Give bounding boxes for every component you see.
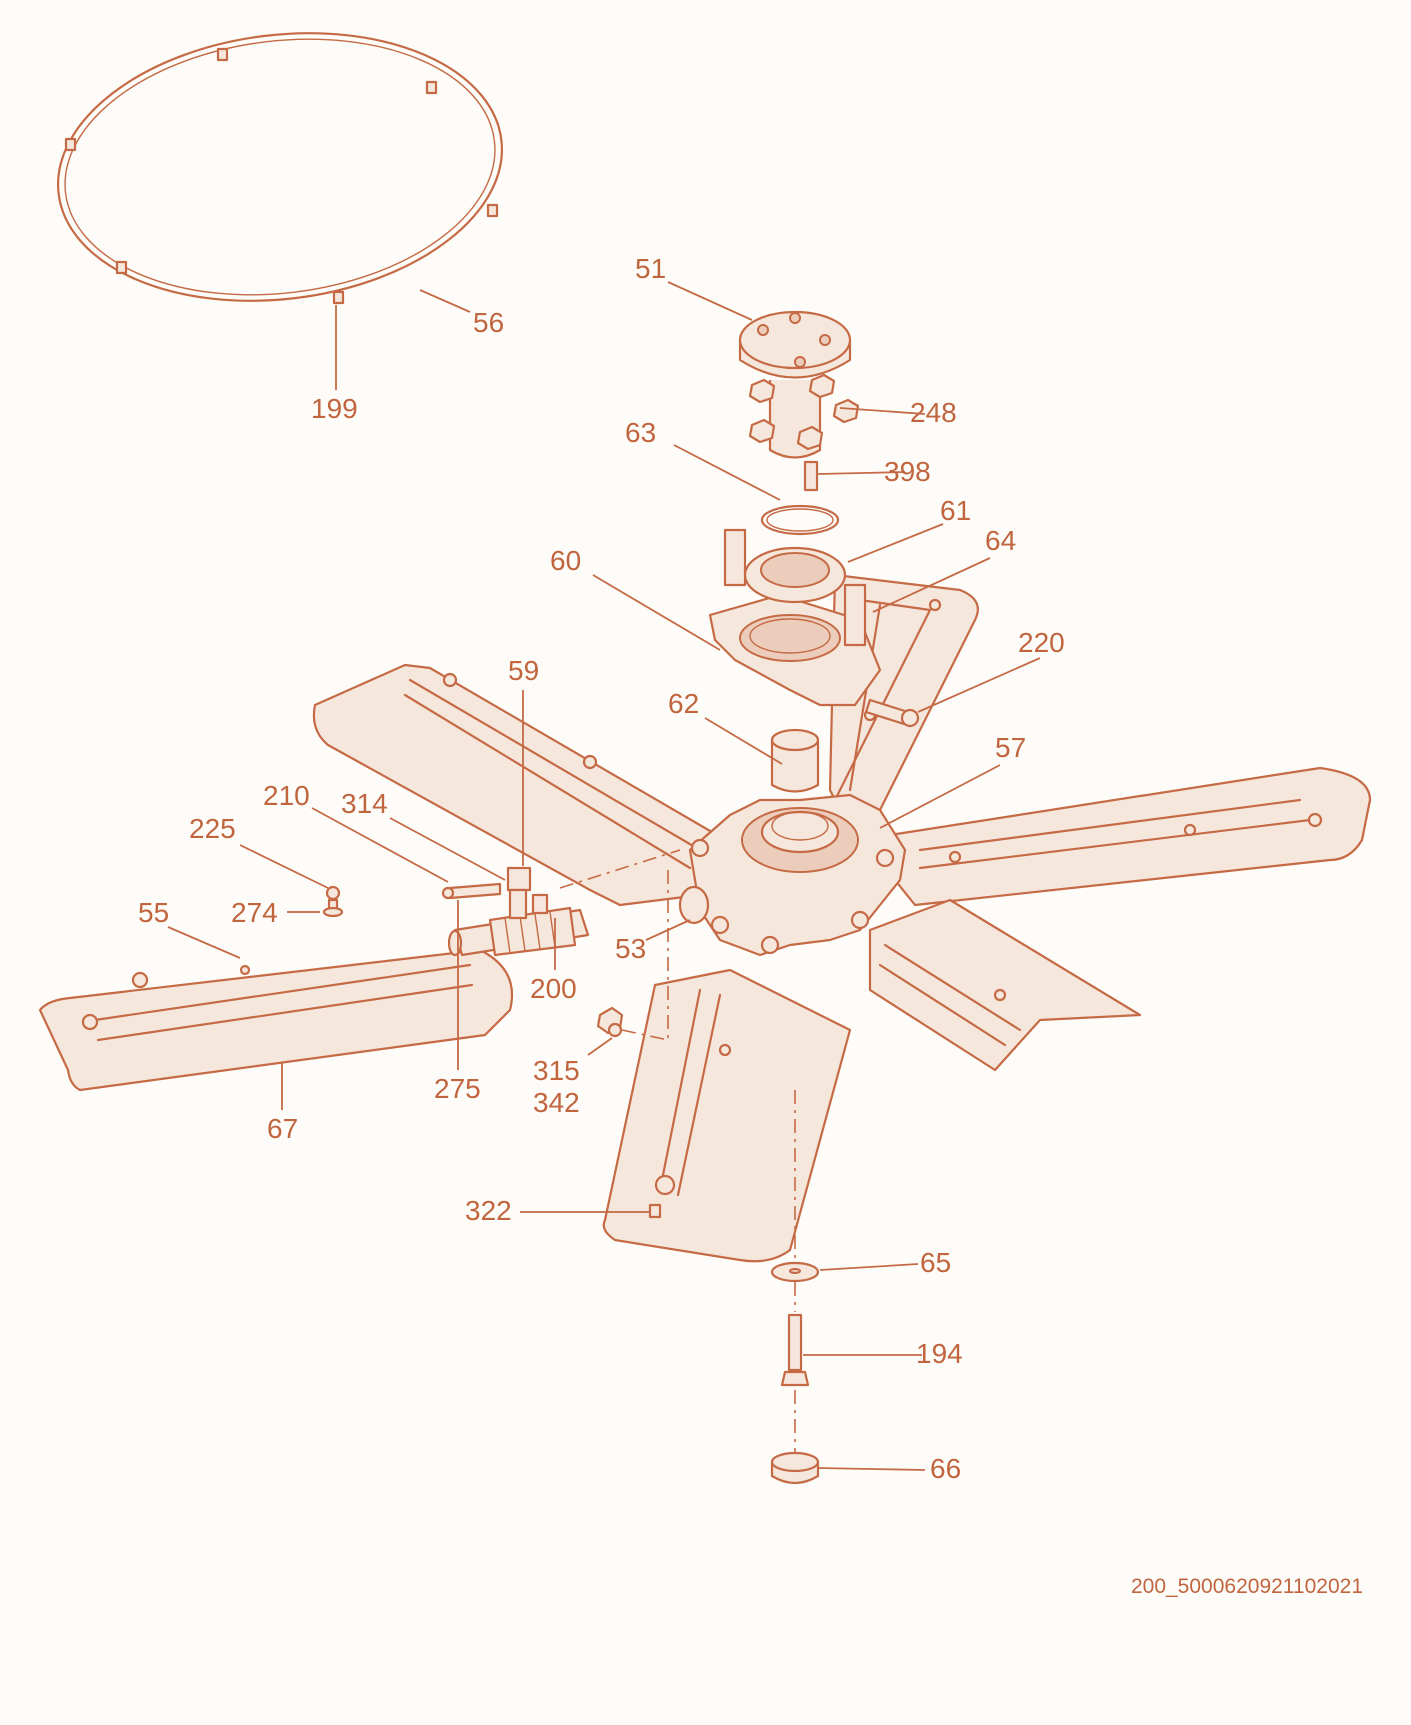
pin-210-314 (441, 882, 502, 900)
callout-53: 53 (615, 933, 646, 964)
nuts-248 (748, 373, 860, 451)
screw-200 (531, 893, 549, 915)
blade-left-67 (38, 948, 514, 1092)
bearing-61 (743, 546, 847, 604)
callout-274: 274 (231, 897, 278, 928)
callout-225: 225 (189, 813, 236, 844)
cap-66 (770, 1451, 820, 1485)
callout-51: 51 (635, 253, 666, 284)
housing-60 (708, 528, 882, 707)
washer-65 (770, 1261, 820, 1283)
callout-59: 59 (508, 655, 539, 686)
callout-65: 65 (920, 1247, 951, 1278)
drawing-code: 200_5000620921102021 (1130, 1575, 1363, 1598)
blade-lower-right (868, 898, 1142, 1072)
bolt-220 (864, 698, 920, 728)
star-hub-57 (688, 793, 907, 957)
callout-67: 67 (267, 1113, 298, 1144)
key-398 (803, 460, 819, 492)
callout-56: 56 (473, 307, 504, 338)
nut-53 (678, 885, 710, 925)
screw-225-274 (322, 885, 344, 918)
callout-61: 61 (940, 495, 971, 526)
snap-ring-63 (760, 504, 840, 536)
bolt-194 (780, 1313, 810, 1387)
callout-248: 248 (910, 397, 957, 428)
center-axes (559, 849, 796, 1452)
callout-64: 64 (985, 525, 1016, 556)
callout-342: 342 (533, 1087, 580, 1118)
callout-315: 315 (533, 1055, 580, 1086)
callout-314: 314 (341, 788, 388, 819)
callout-57: 57 (995, 732, 1026, 763)
leader-lines (167, 281, 1041, 1471)
callout-194: 194 (916, 1338, 963, 1369)
callout-210: 210 (263, 780, 310, 811)
callout-55: 55 (138, 897, 169, 928)
ring-guard-56 (56, 32, 504, 305)
callout-275: 275 (434, 1073, 481, 1104)
blade-upper-left (312, 663, 719, 907)
callout-322: 322 (465, 1195, 512, 1226)
blade-right (888, 766, 1372, 907)
grease-fitting-315 (596, 1006, 624, 1038)
callout-60: 60 (550, 545, 581, 576)
callout-66: 66 (930, 1453, 961, 1484)
ring-clips-199 (64, 47, 499, 305)
callout-398: 398 (884, 456, 931, 487)
callout-63: 63 (625, 417, 656, 448)
pin-59 (506, 866, 532, 920)
callout-62: 62 (668, 688, 699, 719)
callout-220: 220 (1018, 627, 1065, 658)
callout-labels: 51 56 199 248 63 398 61 64 60 220 59 62 … (138, 253, 1065, 1484)
blade-lower (602, 968, 852, 1263)
bushing-62 (770, 728, 820, 793)
callout-199: 199 (311, 393, 358, 424)
callout-200: 200 (530, 973, 577, 1004)
